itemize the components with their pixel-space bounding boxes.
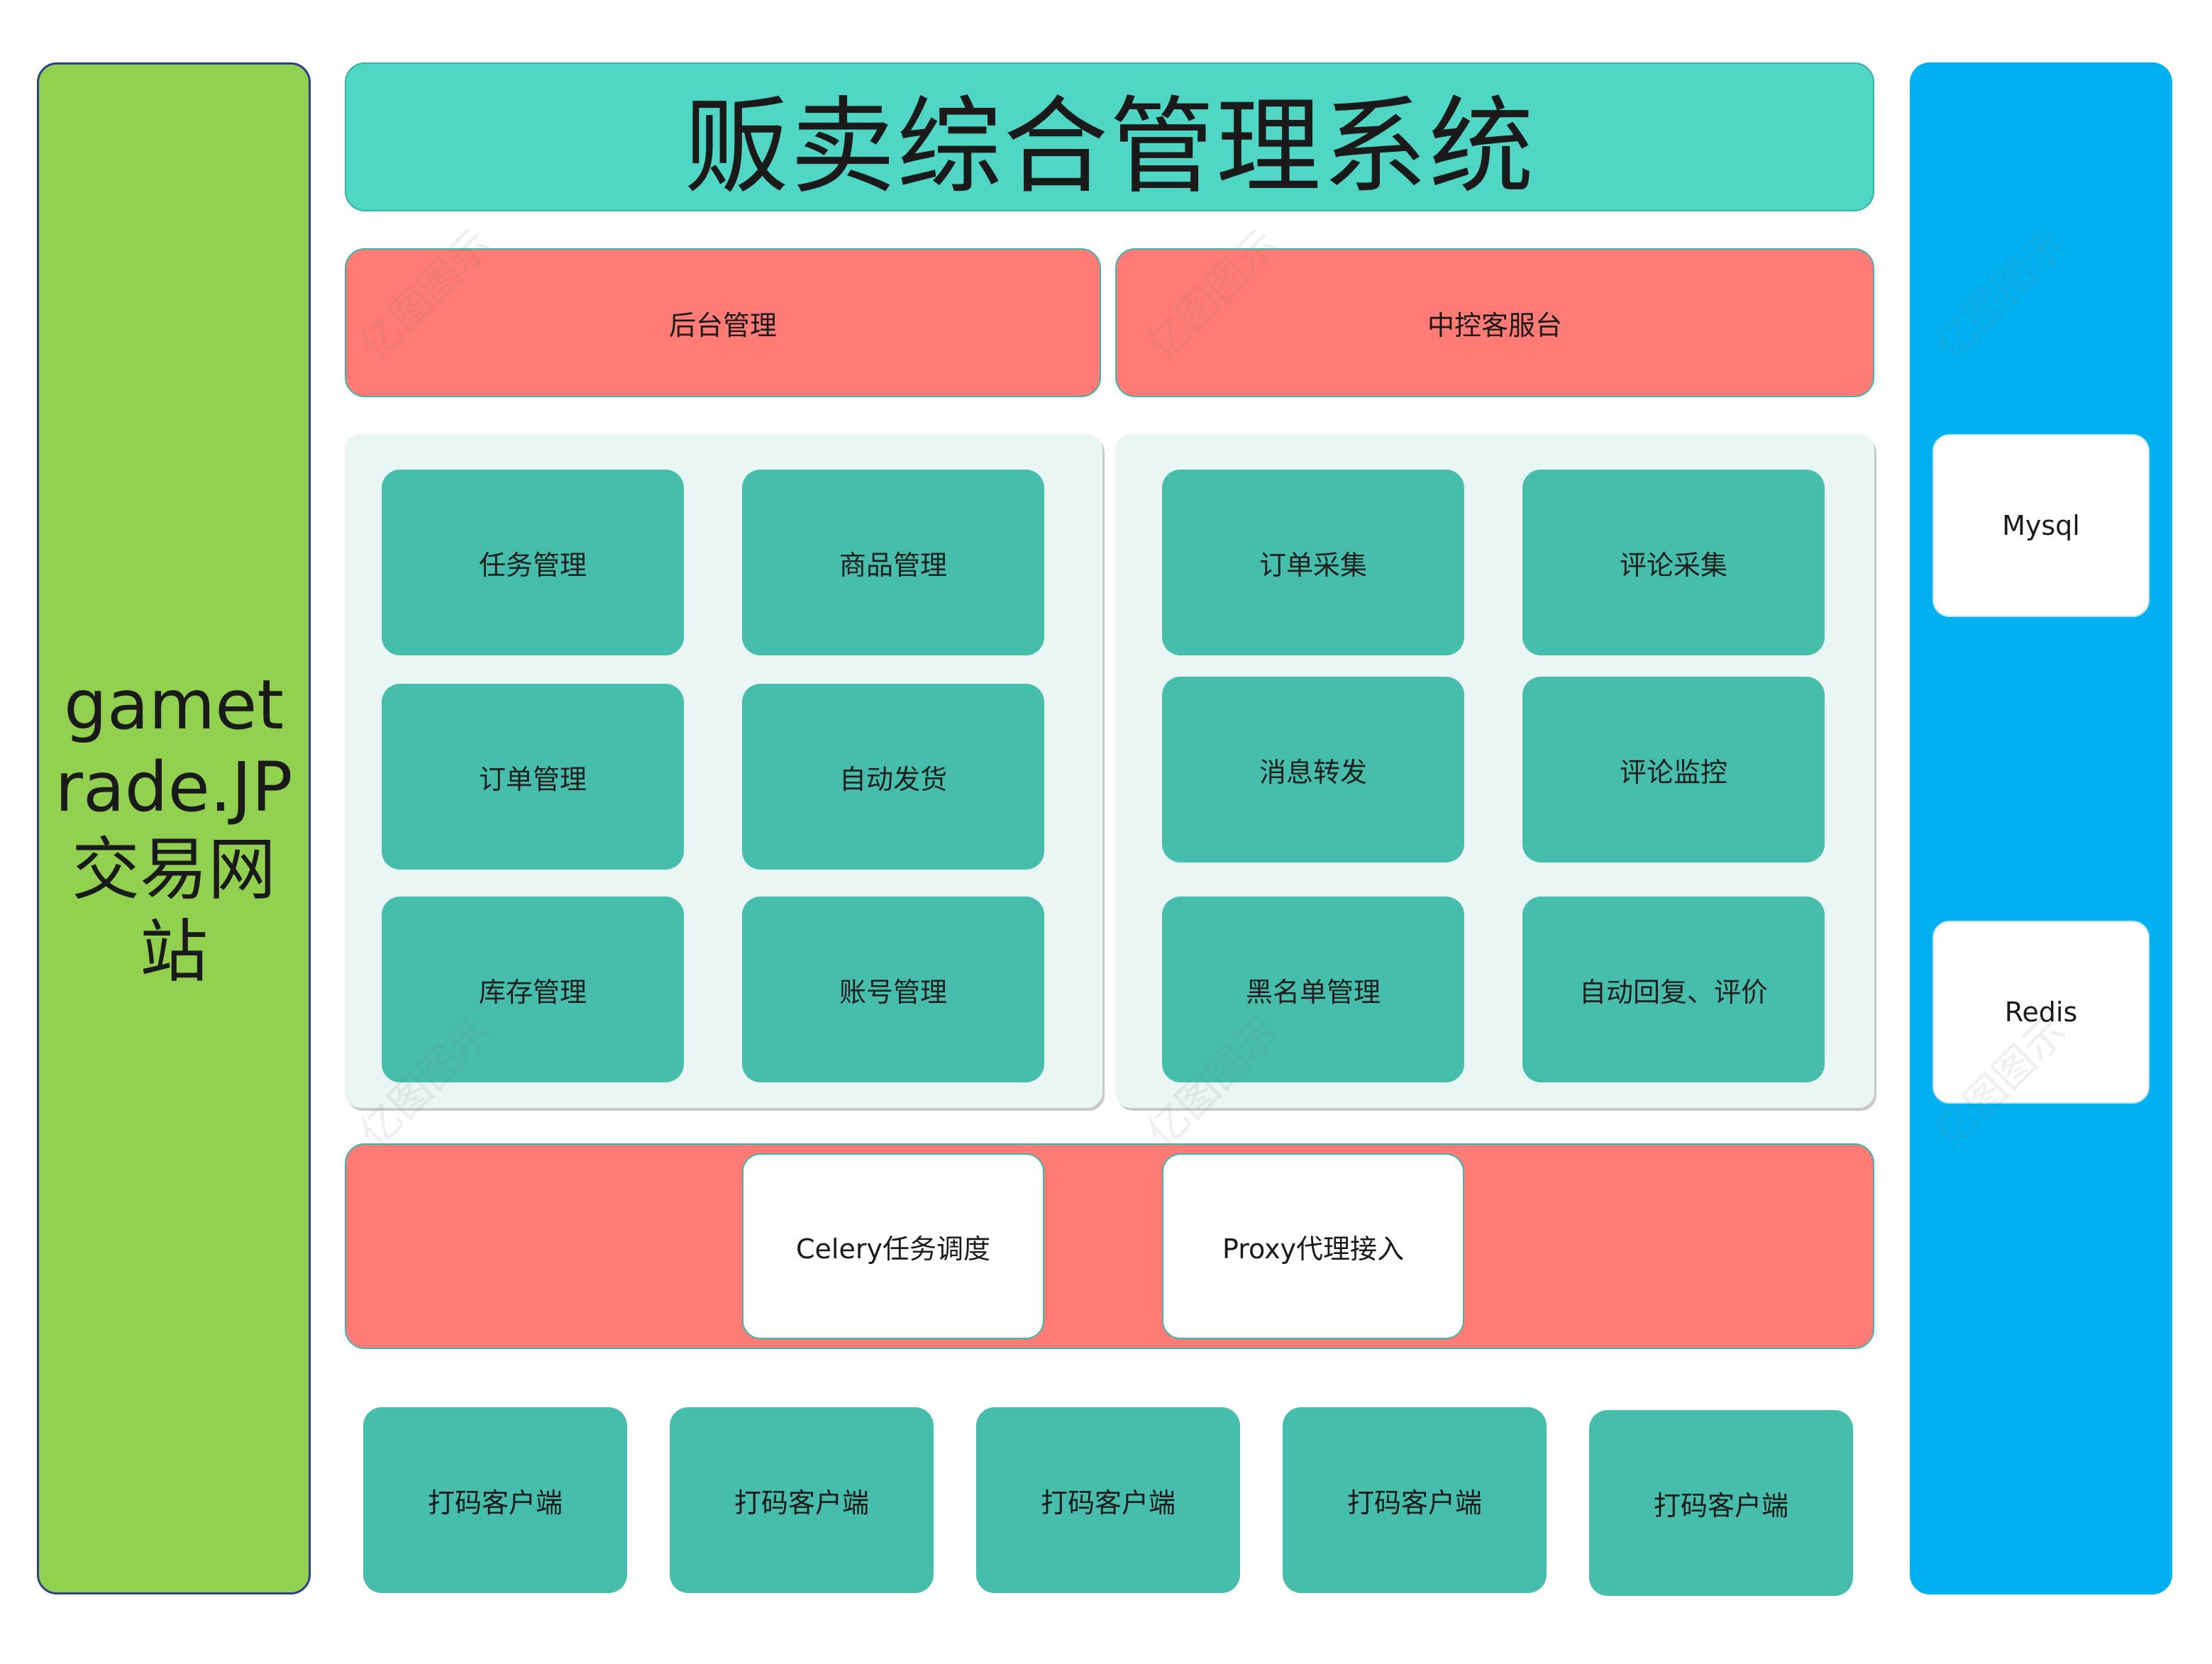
module-product: 商品管理 (742, 470, 1044, 655)
module-inventory: 库存管理 (382, 897, 684, 1082)
module-auto-ship: 自动发货 (742, 684, 1044, 870)
module-task: 任务管理 (382, 470, 684, 655)
module-auto-reply: 自动回复、评价 (1522, 897, 1825, 1082)
mysql-box: Mysql (1932, 434, 2150, 617)
module-order-collect: 订单采集 (1162, 470, 1464, 655)
storage-panel (1910, 62, 2172, 1594)
module-review-collect: 评论采集 (1522, 470, 1825, 655)
redis-box: Redis (1932, 921, 2150, 1104)
module-order: 订单管理 (382, 684, 684, 870)
system-title: 贩卖综合管理系统 (345, 62, 1874, 211)
proxy-service: Proxy代理接入 (1162, 1153, 1464, 1339)
captcha-client-3: 打码客户端 (976, 1407, 1240, 1593)
captcha-client-5: 打码客户端 (1589, 1410, 1853, 1596)
backend-header: 后台管理 (345, 248, 1101, 397)
captcha-client-4: 打码客户端 (1283, 1407, 1547, 1593)
website-panel: gametrade.JP交易网站 (37, 62, 311, 1594)
control-header: 中控客服台 (1115, 248, 1874, 397)
module-message-forward: 消息转发 (1162, 677, 1464, 862)
website-label: gametrade.JP交易网站 (55, 665, 293, 992)
module-account: 账号管理 (742, 897, 1044, 1082)
module-blacklist: 黑名单管理 (1162, 897, 1464, 1082)
service-bar (345, 1143, 1874, 1349)
celery-service: Celery任务调度 (742, 1153, 1044, 1339)
captcha-client-1: 打码客户端 (363, 1407, 627, 1593)
captcha-client-2: 打码客户端 (670, 1407, 934, 1593)
module-review-monitor: 评论监控 (1522, 677, 1825, 862)
